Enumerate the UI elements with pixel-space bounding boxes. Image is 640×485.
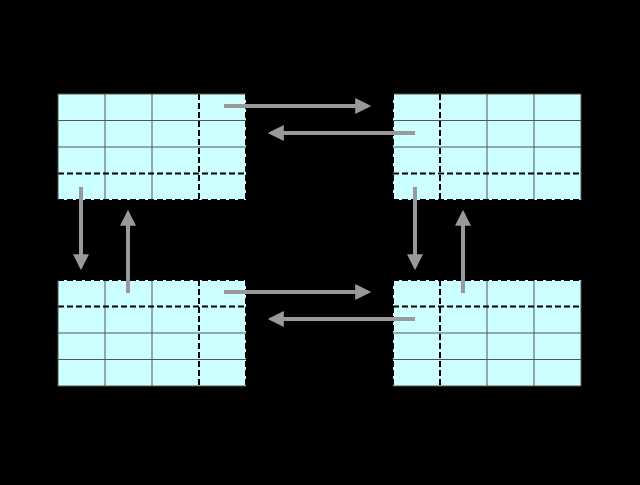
grid-bottom-left	[57, 279, 247, 387]
grid-top-left	[57, 93, 247, 201]
grid-top-right	[392, 93, 582, 201]
grid-bottom-right	[392, 279, 582, 387]
